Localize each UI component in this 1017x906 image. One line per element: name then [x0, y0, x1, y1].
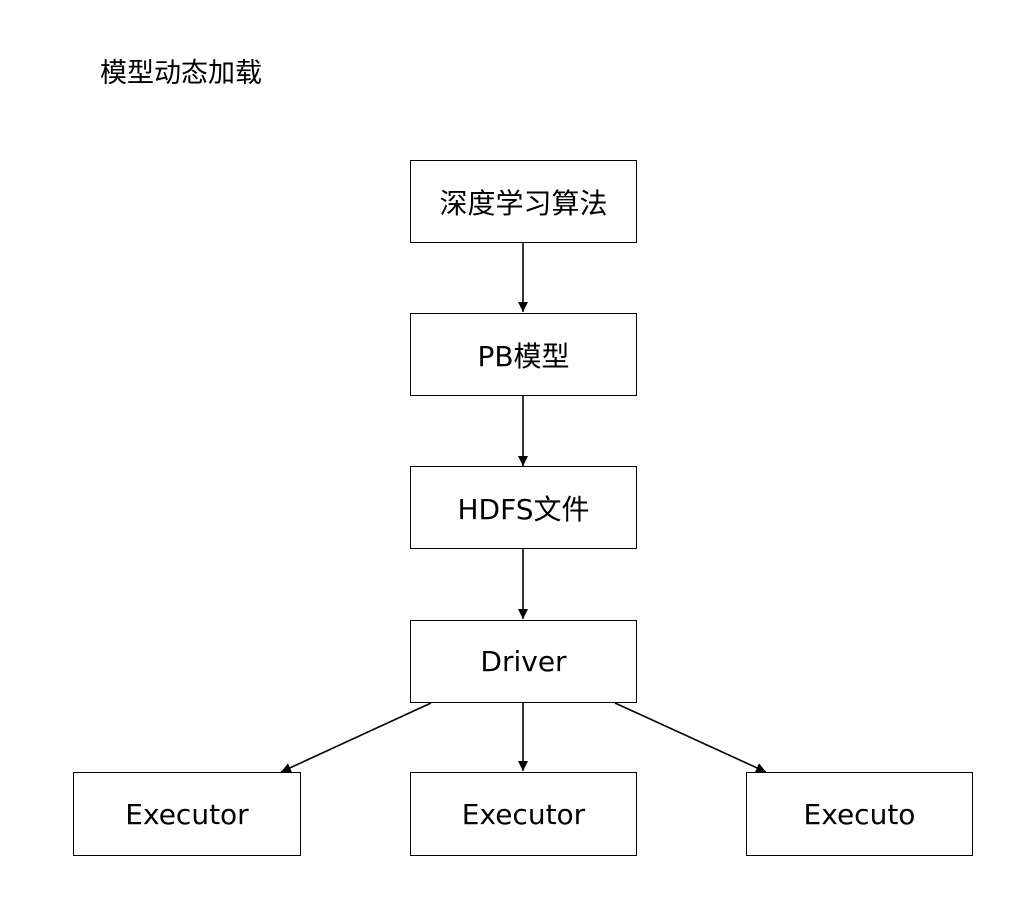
node-driver: Driver: [410, 620, 637, 703]
node-hdfs-file: HDFS文件: [410, 466, 637, 549]
diagram-title: 模型动态加载: [100, 58, 262, 89]
node-executor-center: Executor: [410, 772, 637, 856]
node-executor-right-label: Executo: [803, 797, 916, 831]
node-algorithm: 深度学习算法: [410, 160, 637, 243]
arrow-driver-to-executor-right: [614, 702, 767, 773]
node-algorithm-label: 深度学习算法: [439, 186, 608, 220]
node-hdfs-file-label: HDFS文件: [457, 492, 590, 526]
node-executor-center-label: Executor: [461, 797, 586, 831]
node-executor-right: Executo: [746, 772, 973, 856]
node-executor-left-label: Executor: [125, 797, 249, 831]
node-pb-model: PB模型: [410, 313, 637, 396]
node-executor-left: Executor: [73, 772, 301, 856]
node-pb-model-label: PB模型: [477, 339, 570, 373]
node-driver-label: Driver: [480, 645, 567, 678]
arrow-driver-to-executor-left: [280, 702, 432, 773]
